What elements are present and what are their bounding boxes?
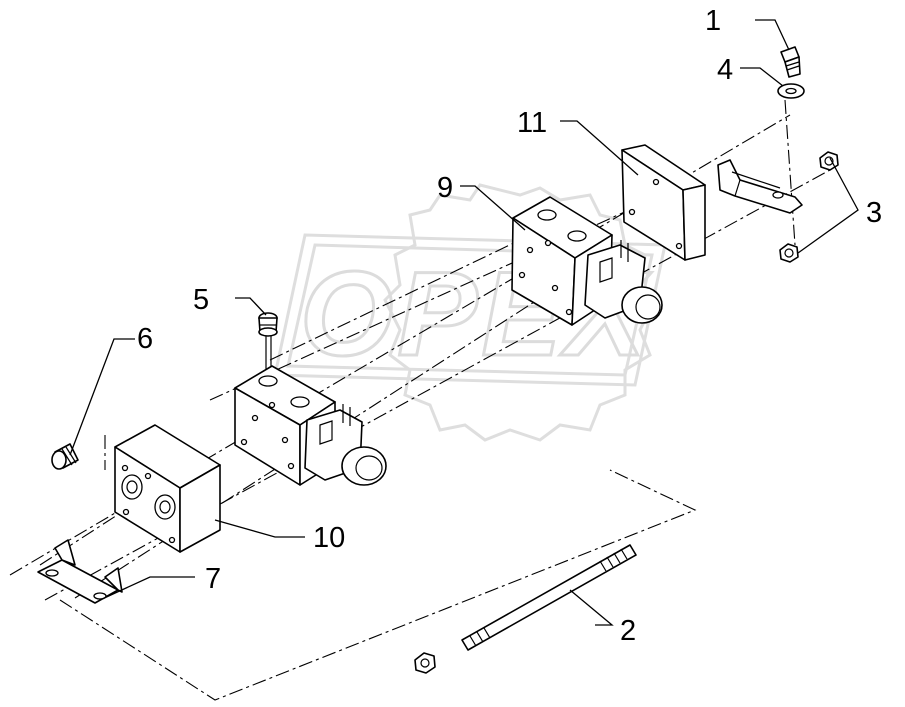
callout-2: 2 [620, 615, 636, 647]
bracket-upper [717, 159, 803, 214]
callout-4: 4 [717, 54, 733, 86]
nut-lower [779, 243, 799, 263]
callout-5: 5 [193, 284, 209, 316]
fitting [258, 312, 278, 372]
bracket-lower [37, 539, 123, 604]
callout-11: 11 [517, 107, 547, 139]
leader-lines [69, 19, 859, 626]
watermark-gear [383, 183, 657, 442]
callout-10: 10 [313, 522, 345, 554]
adapter-plate [621, 144, 706, 261]
washer [777, 83, 805, 99]
callout-7: 7 [205, 563, 221, 595]
callout-labels: 1 2 3 4 5 6 7 9 10 11 [137, 5, 882, 647]
valve-upper [511, 196, 663, 326]
tie-rod [414, 544, 637, 674]
bolt [780, 46, 801, 78]
callout-1: 1 [705, 5, 721, 37]
callout-9: 9 [437, 172, 453, 204]
callout-3: 3 [866, 197, 882, 229]
end-block [114, 424, 221, 553]
valve-center [234, 365, 387, 486]
callout-6: 6 [137, 323, 153, 355]
plug [51, 443, 79, 470]
